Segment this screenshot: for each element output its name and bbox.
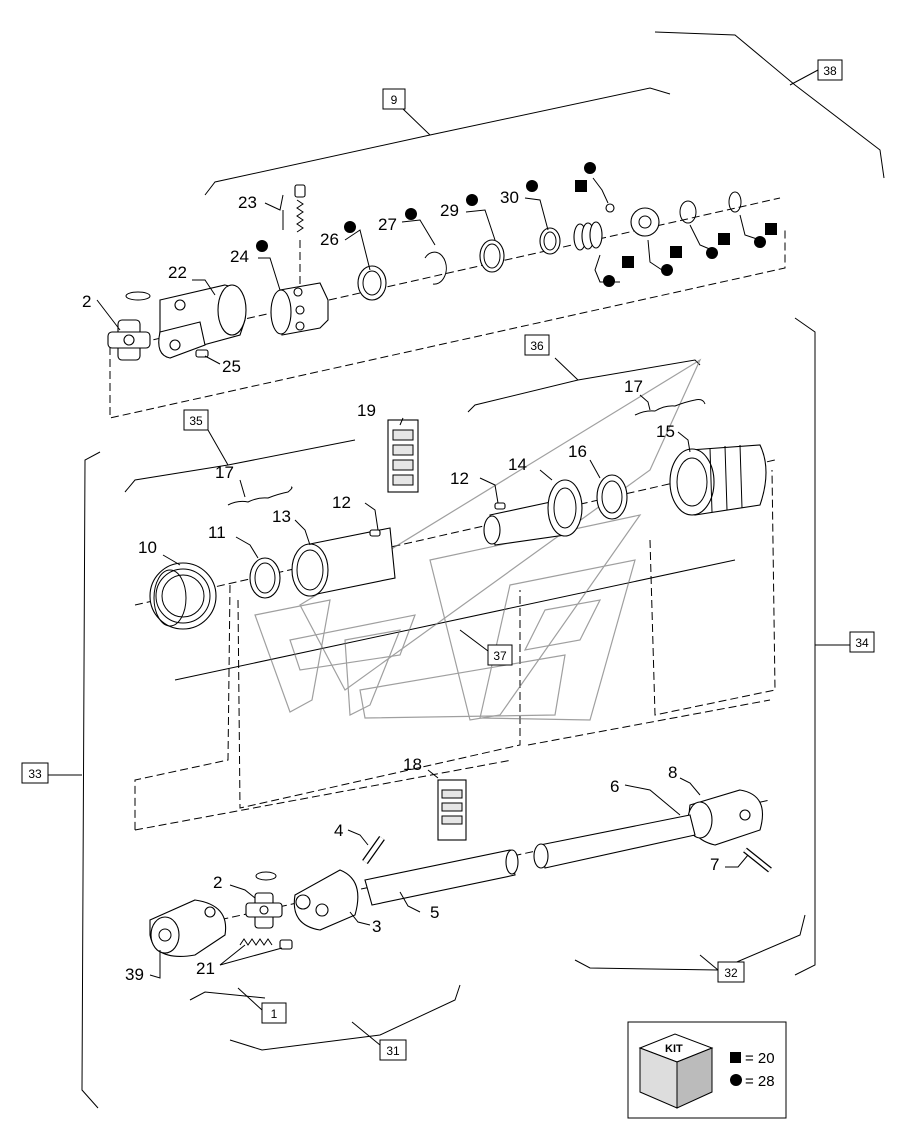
boxed-references: 38 9 36 35 34 37 33 32	[21, 59, 875, 1061]
callout-7: 7	[710, 855, 719, 874]
ref-box-33: 33	[21, 762, 49, 784]
bottom-row-parts	[149, 779, 772, 957]
kit-legend: KIT = 20 = 28	[627, 1021, 787, 1119]
kit-square-value: = 20	[745, 1050, 775, 1067]
ref-box-1: 1	[261, 1002, 287, 1024]
cross-joint-top	[107, 319, 151, 361]
kit-markers	[256, 162, 777, 287]
svg-text:35: 35	[189, 414, 203, 428]
callout-12a: 12	[450, 469, 469, 488]
middle-leaders	[162, 394, 691, 566]
ref-box-35: 35	[183, 409, 209, 431]
guard-bellows-15	[669, 444, 767, 516]
circle-symbol	[730, 1074, 742, 1086]
svg-text:34: 34	[855, 636, 869, 650]
svg-text:31: 31	[386, 1044, 400, 1058]
callout-11: 11	[208, 523, 226, 542]
shaft-6	[533, 814, 696, 869]
yoke-3	[293, 869, 359, 931]
callout-23: 23	[238, 193, 257, 212]
watermark-logo	[254, 358, 702, 721]
kit-title: KIT	[665, 1043, 683, 1055]
callout-26: 26	[320, 230, 339, 249]
callout-24: 24	[230, 247, 249, 266]
callout-39: 39	[125, 965, 144, 984]
shaft-5	[364, 849, 519, 906]
callout-8: 8	[668, 763, 677, 782]
callout-numbers: 2 22 24 23 25 26 27 29 30 19 17 17 15 16…	[82, 188, 719, 984]
callout-14: 14	[508, 455, 527, 474]
ref-box-9: 9	[382, 88, 406, 110]
callout-25: 25	[222, 357, 241, 376]
callout-5: 5	[430, 903, 439, 922]
callout-15: 15	[656, 422, 675, 441]
yoke-8	[687, 789, 764, 846]
ref-box-31: 31	[379, 1039, 407, 1061]
callout-21: 21	[196, 959, 215, 978]
top-leaders	[96, 177, 761, 365]
svg-text:32: 32	[724, 966, 738, 980]
callout-29: 29	[440, 201, 459, 220]
callout-16: 16	[568, 442, 587, 461]
kit-circle-value: = 28	[745, 1073, 775, 1090]
ref-box-34: 34	[849, 631, 875, 653]
ref-box-37: 37	[487, 644, 513, 666]
callout-2b: 2	[213, 873, 222, 892]
guard-tube-13	[291, 527, 396, 597]
callout-22: 22	[168, 263, 187, 282]
callout-3: 3	[372, 917, 381, 936]
yoke-39	[149, 899, 227, 957]
callout-12b: 12	[332, 493, 351, 512]
callout-27: 27	[378, 215, 397, 234]
callout-30: 30	[500, 188, 519, 207]
guard-bellows-10	[149, 562, 217, 630]
spring-coil	[573, 221, 603, 251]
ref-box-36: 36	[524, 334, 550, 356]
yoke-22	[158, 284, 247, 359]
callout-18: 18	[403, 755, 422, 774]
middle-row-parts	[149, 399, 767, 630]
collar-24	[270, 282, 329, 336]
callout-4: 4	[334, 821, 343, 840]
svg-text:37: 37	[493, 649, 507, 663]
callout-13: 13	[272, 507, 291, 526]
callout-10: 10	[138, 538, 157, 557]
callout-2a: 2	[82, 292, 91, 311]
group-outlines	[48, 31, 885, 1109]
callout-19: 19	[357, 401, 376, 420]
ref-box-38: 38	[817, 59, 843, 81]
bottom-leaders	[149, 769, 749, 979]
square-symbol	[730, 1052, 741, 1063]
top-row-parts	[107, 184, 742, 361]
callout-17a: 17	[215, 463, 234, 482]
svg-text:33: 33	[28, 767, 42, 781]
svg-text:9: 9	[391, 93, 398, 107]
ref-box-32: 32	[717, 961, 745, 983]
svg-text:38: 38	[823, 64, 837, 78]
cross-joint-bottom	[245, 892, 283, 929]
guard-tube-12	[483, 499, 566, 546]
callout-6: 6	[610, 777, 619, 796]
svg-text:36: 36	[530, 339, 544, 353]
callout-17b: 17	[624, 377, 643, 396]
svg-text:1: 1	[271, 1007, 278, 1021]
kit-box-icon: KIT	[638, 1033, 714, 1109]
